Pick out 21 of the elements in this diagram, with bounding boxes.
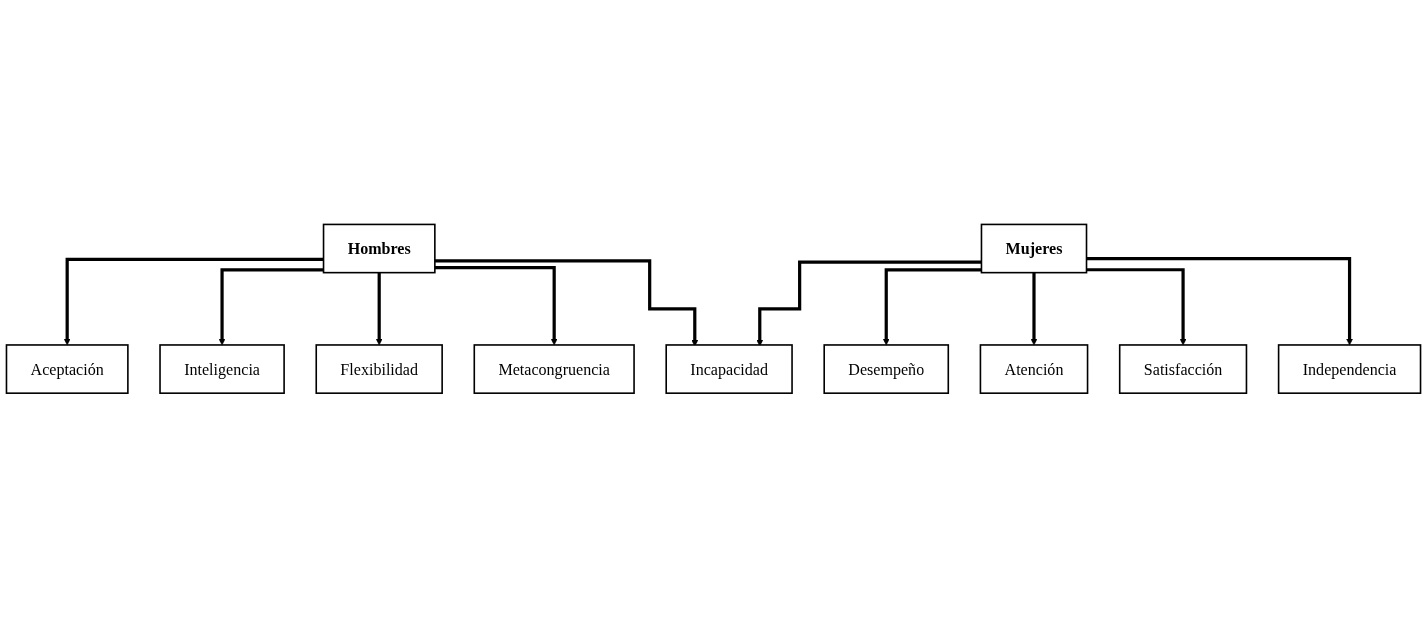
node-box: Inteligencia bbox=[159, 344, 285, 395]
node-box: Flexibilidad bbox=[315, 344, 443, 395]
node-box: Independencia bbox=[1277, 344, 1422, 395]
node-box: Metacongruencia bbox=[473, 344, 635, 395]
arrow bbox=[1086, 257, 1354, 346]
arrow bbox=[63, 257, 324, 346]
arrow bbox=[1086, 268, 1187, 346]
arrow bbox=[1030, 271, 1038, 346]
arrow bbox=[434, 259, 699, 347]
node-box: Mujeres bbox=[980, 223, 1088, 274]
node-box: Atención bbox=[979, 344, 1089, 395]
node-box: Incapacidad bbox=[665, 344, 793, 395]
arrow bbox=[882, 268, 982, 346]
node-box: Desempeño bbox=[823, 344, 950, 395]
node-box: Hombres bbox=[322, 223, 436, 274]
arrow bbox=[218, 268, 324, 346]
arrow bbox=[756, 260, 982, 347]
node-box: Aceptación bbox=[5, 344, 129, 395]
arrow bbox=[375, 271, 383, 346]
node-box: Satisfacción bbox=[1118, 344, 1248, 395]
arrow bbox=[434, 266, 558, 346]
